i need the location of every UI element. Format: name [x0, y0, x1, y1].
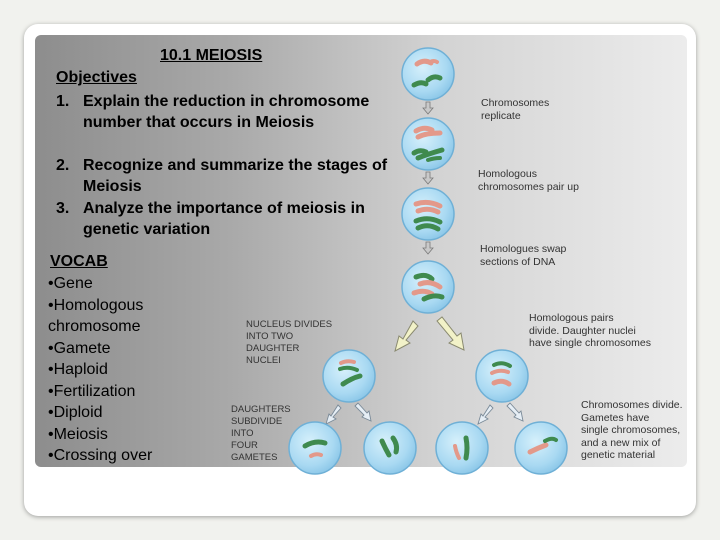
gamete-cell-2: [363, 421, 417, 475]
label-pair-up: Homologous chromosomes pair up: [478, 168, 579, 193]
objective-item: 3. Analyze the importance of meiosis in …: [56, 198, 391, 240]
label-swap: Homologues swap sections of DNA: [480, 243, 567, 268]
cell-stage-4: [401, 260, 455, 314]
cell-stage-1: [401, 47, 455, 101]
objective-number: 3.: [56, 200, 70, 217]
vocab-heading: VOCAB: [50, 253, 108, 270]
small-down-arrows: [422, 101, 434, 255]
vocab-item: •Crossing over: [48, 447, 153, 464]
cell-stage-3: [401, 187, 455, 241]
label-divide: Homologous pairs divide. Daughter nuclei…: [529, 312, 651, 349]
label-replicate: Chromosomes replicate: [481, 97, 550, 122]
vocab-item: •Fertilization: [48, 382, 136, 400]
gamete-arrows: [325, 402, 524, 425]
objective-number: 2.: [56, 157, 70, 174]
label-gametes: Chromosomes divide. Gametes have single …: [581, 399, 683, 461]
objective-text: Explain the reduction in chromosome numb…: [83, 93, 370, 131]
vocab-item: •Gamete: [48, 339, 111, 357]
vocab-item: •Diploid: [48, 404, 103, 421]
vocab-list: •Gene •Homologous chromosome •Gamete •Ha…: [48, 273, 173, 467]
daughter-cell-left: [322, 349, 376, 403]
objective-item: 2. Recognize and summarize the stages of…: [56, 155, 391, 197]
objective-text: Recognize and summarize the stages of Me…: [83, 157, 388, 195]
gamete-cell-4: [514, 421, 568, 475]
daughter-cell-right: [475, 349, 529, 403]
cell-stage-2: [401, 117, 455, 171]
gamete-cell-3: [435, 421, 489, 475]
vocab-item: •Meiosis: [48, 425, 108, 443]
objective-item: 1. Explain the reduction in chromosome n…: [56, 91, 391, 133]
label-nucleus-divides: NUCLEUS DIVIDES INTO TWO DAUGHTER NUCLEI: [246, 319, 333, 366]
vocab-item: •Homologous chromosome: [48, 296, 144, 336]
objective-text: Analyze the importance of meiosis in gen…: [83, 200, 365, 238]
vocab-item: •Gene: [48, 275, 93, 292]
gamete-cell-1: [288, 421, 342, 475]
vocab-item: •Haploid: [48, 361, 108, 378]
objectives-heading: Objectives: [56, 69, 137, 86]
slide-title: 10.1 MEIOSIS: [160, 47, 263, 64]
split-arrows: [394, 316, 465, 352]
label-daughters-subdivide: DAUGHTERS SUBDIVIDE INTO FOUR GAMETES: [231, 404, 291, 463]
objective-number: 1.: [56, 93, 70, 110]
